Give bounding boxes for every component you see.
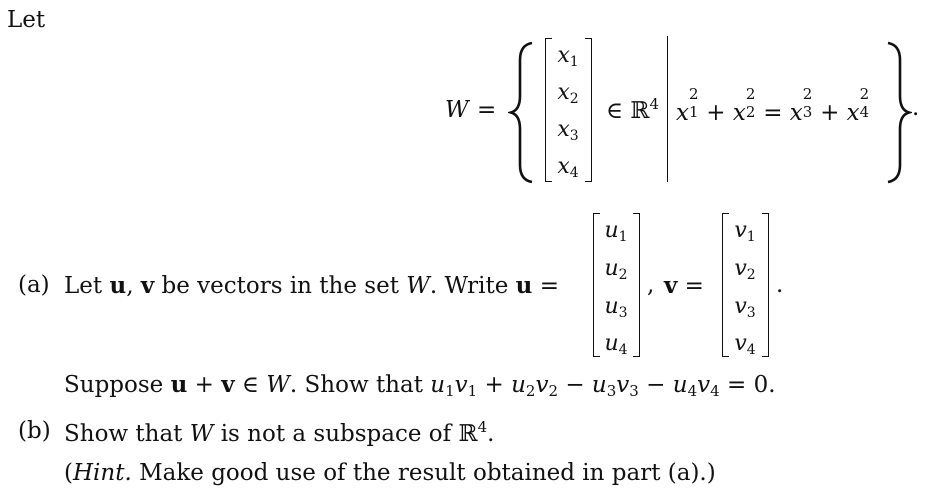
v-vector-left-bracket	[722, 213, 729, 357]
set-lhs-symbol: W	[445, 97, 469, 123]
x-vector-entry-1: x1	[557, 43, 579, 70]
v-vector-entry-1: v1	[734, 218, 756, 245]
u-vector-entry-2: u2	[604, 256, 628, 283]
part-a-comma: ,	[647, 272, 655, 298]
v-vector-entry-2: v2	[734, 256, 756, 283]
u-vector-left-bracket	[593, 213, 600, 357]
right-curly-brace	[887, 41, 912, 184]
set-lhs: W	[445, 99, 469, 122]
x-vector-entry-2: x2	[557, 80, 579, 107]
u-vector-right-bracket	[633, 213, 640, 357]
x-vector-entry-3: x3	[557, 117, 579, 144]
part-b-hint: (Hint. Make good use of the result obtai…	[64, 460, 716, 486]
part-b-sentence: Show that W is not a subspace of ℝ4.	[64, 418, 495, 447]
u-vector-entry-3: u3	[604, 294, 628, 321]
left-curly-brace	[508, 41, 533, 184]
part-a-v-equals: v =	[664, 272, 704, 299]
set-equals: =	[477, 97, 497, 123]
x-vector-right-bracket	[585, 38, 592, 182]
part-a-suppose: Suppose u + v ∈ W. Show that u1v1 + u2v2…	[64, 371, 776, 400]
set-membership: ∈ ℝ4	[606, 95, 659, 124]
u-vector-entry-4: u4	[604, 331, 628, 358]
part-a-sentence: Let u, v be vectors in the set W. Write …	[64, 272, 559, 299]
x-vector-left-bracket	[545, 38, 552, 182]
u-vector-entry-1: u1	[604, 218, 628, 245]
v-vector-entry-4: v4	[734, 331, 756, 358]
v-vector-entry-3: v3	[734, 294, 756, 321]
part-a-period: .	[776, 272, 784, 298]
such-that-bar	[667, 36, 668, 182]
intro-let: Let	[7, 7, 46, 33]
v-vector-right-bracket	[762, 213, 769, 357]
set-period: .	[912, 95, 920, 121]
part-b-label: (b)	[18, 418, 51, 444]
x-vector-entry-4: x4	[557, 154, 579, 181]
part-a-label: (a)	[18, 272, 50, 298]
